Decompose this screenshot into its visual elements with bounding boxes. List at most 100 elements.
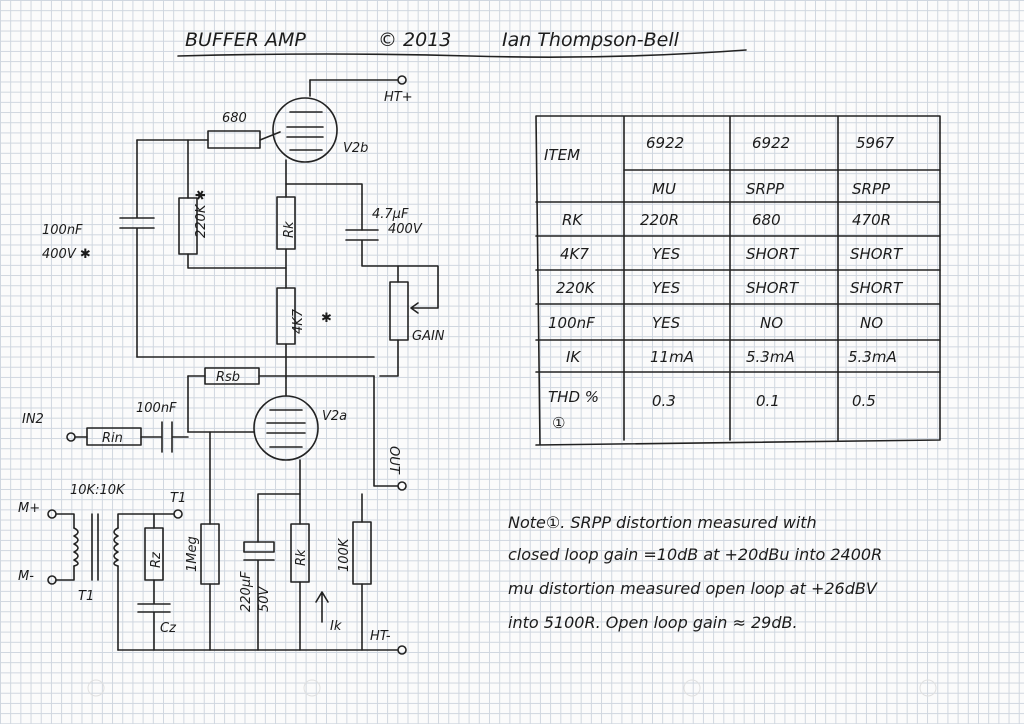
m-plus-terminal bbox=[47, 509, 57, 519]
capacitor-220u bbox=[243, 559, 275, 651]
output-label: OUT bbox=[386, 446, 401, 475]
transformer-primary bbox=[73, 527, 79, 567]
cap-4u7-label-a: 4.7µF bbox=[372, 207, 409, 222]
table-r3-c3: SHORT bbox=[850, 279, 904, 297]
cap-in-label: 100nF bbox=[136, 401, 177, 416]
r220k-bottom-lead bbox=[187, 253, 287, 269]
table-r5-label: IK bbox=[566, 348, 581, 366]
table-r4-c2: NO bbox=[760, 314, 783, 332]
r4k7-label: 4K7 bbox=[291, 308, 306, 334]
table-r6-c1: 0.3 bbox=[652, 392, 676, 410]
note-line-1: Note①. SRPP distortion measured with bbox=[508, 513, 817, 532]
table-r6-c2: 0.1 bbox=[756, 392, 780, 410]
r4k7-star: ✱ bbox=[321, 311, 332, 326]
table-r2-c3: SHORT bbox=[850, 245, 904, 263]
r1meg-label: 1Meg bbox=[185, 536, 200, 572]
title-name: BUFFER AMP bbox=[185, 29, 306, 51]
rk-bottom-label: Rk bbox=[294, 549, 309, 566]
cz-label: Cz bbox=[160, 621, 177, 636]
table-r0-c2: SRPP bbox=[746, 180, 785, 198]
table-r3-c1: YES bbox=[652, 279, 681, 297]
gain-potentiometer bbox=[389, 281, 409, 341]
rin-label: Rin bbox=[102, 431, 123, 446]
title-author: Ian Thompson-Bell bbox=[502, 29, 680, 51]
ratio-label: 10K:10K bbox=[70, 483, 126, 498]
resistor-1meg bbox=[200, 523, 220, 585]
ik-label: Ik bbox=[330, 619, 342, 634]
gain-wiper bbox=[397, 265, 439, 314]
v2b-grid-lead bbox=[259, 131, 281, 141]
cap-4u7-label-b: 400V bbox=[388, 222, 423, 237]
output-terminal bbox=[397, 481, 407, 491]
footnote: Note①. SRPP distortion measured with clo… bbox=[508, 513, 882, 632]
table-r3-label: 220K bbox=[556, 279, 596, 297]
table-r2-c1: YES bbox=[652, 245, 681, 263]
component-table: ITEM 6922 6922 5967 MU SRPP SRPP RK 220R… bbox=[535, 115, 941, 446]
table-r0-c3: SRPP bbox=[852, 180, 891, 198]
table-col-3: 5967 bbox=[856, 134, 895, 152]
capacitor-4u7 bbox=[345, 229, 399, 267]
output-wire bbox=[373, 375, 399, 487]
table-r6-c3: 0.5 bbox=[852, 392, 876, 410]
v2b-label: V2b bbox=[343, 141, 368, 156]
punch-holes bbox=[87, 679, 937, 697]
transformer-secondary bbox=[113, 527, 119, 567]
table-frame bbox=[535, 115, 941, 446]
table-col-1: 6922 bbox=[646, 134, 684, 152]
ik-arrow bbox=[315, 591, 329, 623]
table-r0-c1: MU bbox=[652, 180, 676, 198]
table-r5-c2: 5.3mA bbox=[746, 348, 795, 366]
table-r6-label: THD % bbox=[548, 388, 599, 406]
transformer-core bbox=[91, 513, 99, 581]
capacitor-100nf-in bbox=[140, 421, 189, 453]
r100k-label: 100K bbox=[337, 537, 352, 572]
v2b-tube bbox=[272, 97, 338, 163]
table-r2-label: 4K7 bbox=[560, 245, 589, 263]
table-col-2: 6922 bbox=[752, 134, 790, 152]
circuit: HT+ V2b 680 100nF 400V ✱ 220K ✱ Rk 4.7µF… bbox=[18, 75, 445, 655]
m-minus-terminal bbox=[47, 575, 57, 585]
capacitor-100nf-400v bbox=[119, 139, 155, 358]
note-line-2: closed loop gain =10dB at +20dBu into 24… bbox=[508, 545, 882, 564]
resistor-100k bbox=[352, 521, 372, 585]
cap-400v-label: 400V ✱ bbox=[42, 247, 91, 262]
v2a-electrodes bbox=[266, 409, 306, 448]
ht-plus-terminal bbox=[397, 75, 407, 85]
v2b-electrodes bbox=[286, 111, 324, 151]
note-line-3: mu distortion measured open loop at +26d… bbox=[508, 579, 878, 598]
table-header-label: ITEM bbox=[544, 146, 580, 164]
table-r4-c1: YES bbox=[652, 314, 681, 332]
table-rules bbox=[535, 169, 941, 373]
in2-label: IN2 bbox=[22, 412, 44, 427]
v2a-cathode-wire bbox=[257, 459, 301, 543]
capacitor-cz bbox=[137, 579, 171, 651]
ht-plus-label: HT+ bbox=[384, 90, 413, 105]
table-r1-c1: 220R bbox=[640, 211, 679, 229]
ht-minus-label: HT- bbox=[370, 629, 391, 644]
note-line-4: into 5100R. Open loop gain ≈ 29dB. bbox=[508, 613, 798, 632]
r220k-label: 220K ✱ bbox=[194, 190, 209, 238]
capacitor-220u-top bbox=[243, 541, 275, 553]
ht-minus-terminal bbox=[397, 645, 407, 655]
resistor-680 bbox=[207, 130, 261, 149]
secondary-top-lead bbox=[117, 513, 175, 529]
cap-220u-label-a: 220µF bbox=[239, 571, 254, 612]
gain-label: GAIN bbox=[412, 329, 445, 344]
t1-terminal bbox=[173, 509, 183, 519]
t1-label-a: T1 bbox=[78, 589, 94, 604]
t1-label-b: T1 bbox=[170, 491, 186, 506]
in2-terminal bbox=[66, 432, 76, 442]
v2b-cathode-wire bbox=[285, 159, 363, 231]
table-r1-c2: 680 bbox=[752, 211, 781, 229]
table-r5-c3: 5.3mA bbox=[848, 348, 897, 366]
table-r1-c3: 470R bbox=[852, 211, 891, 229]
r680-label: 680 bbox=[222, 111, 247, 126]
table-r5-c1: 11mA bbox=[650, 348, 694, 366]
m-plus-label: M+ bbox=[18, 501, 40, 516]
v2a-tube bbox=[253, 395, 319, 461]
cap-220u-label-b: 50V bbox=[257, 585, 272, 612]
cap-100nf-label: 100nF bbox=[42, 223, 83, 238]
title-underline bbox=[177, 49, 747, 58]
